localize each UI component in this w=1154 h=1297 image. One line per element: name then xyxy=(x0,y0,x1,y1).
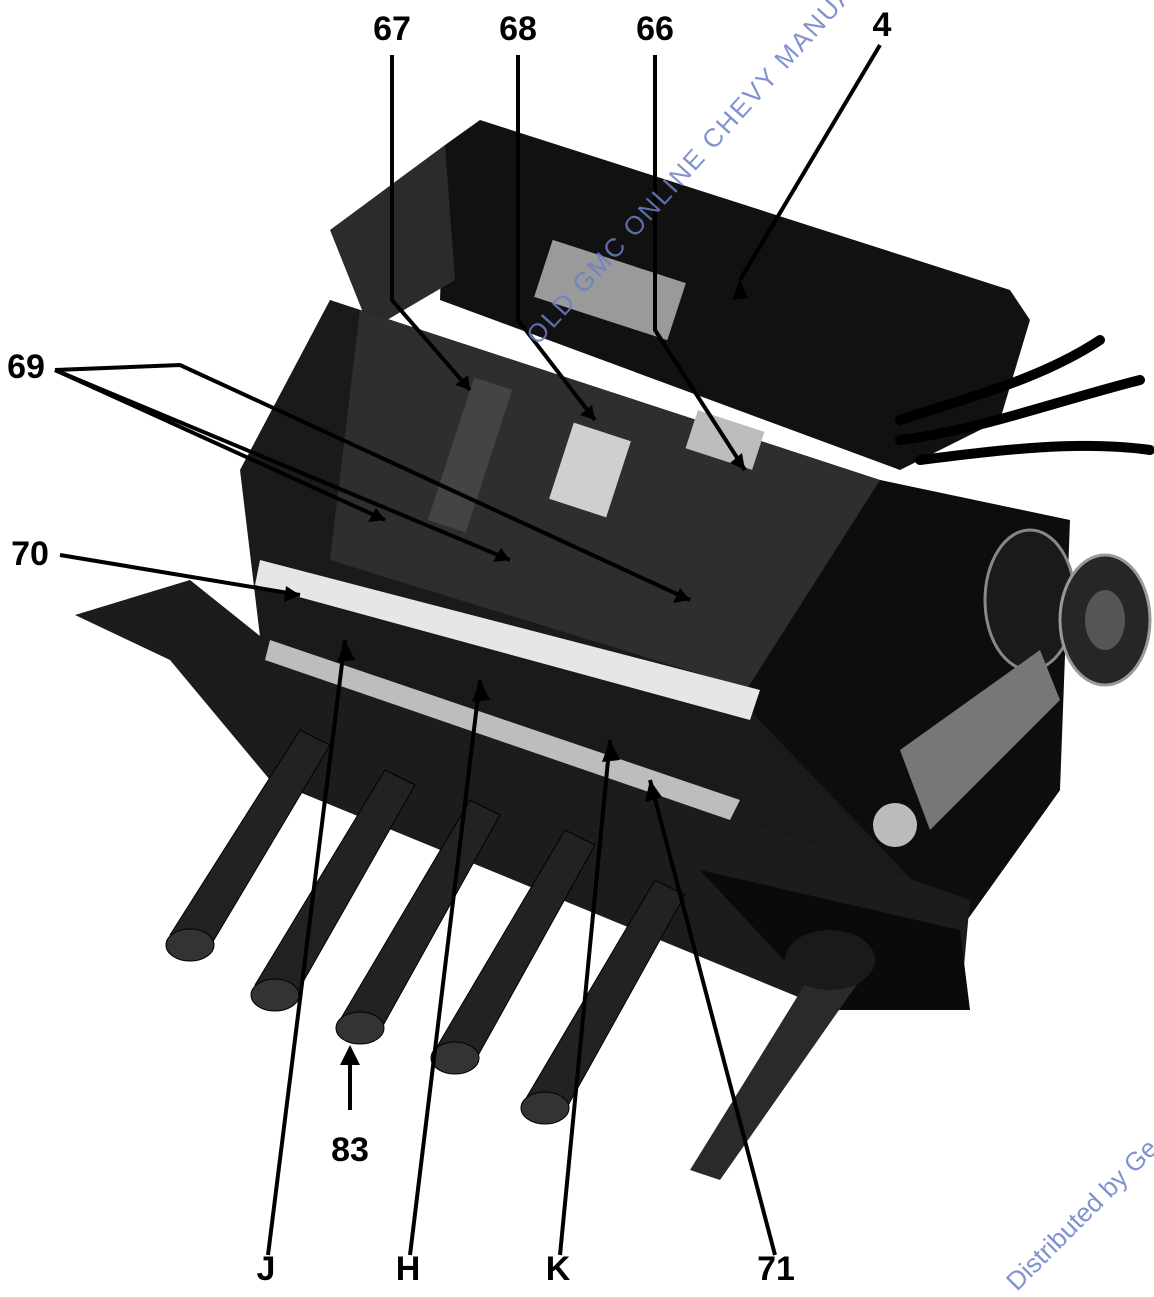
callout-j: J xyxy=(256,1250,276,1288)
callout-66: 66 xyxy=(636,10,674,48)
callout-69: 69 xyxy=(7,348,45,386)
leader-lines xyxy=(54,43,882,1256)
side-frame xyxy=(740,480,1152,930)
callout-67: 67 xyxy=(373,10,411,48)
wire-leads xyxy=(895,335,1154,465)
callout-4: 4 xyxy=(872,6,892,44)
callout-83: 83 xyxy=(331,1131,369,1169)
push-buttons xyxy=(165,729,875,1180)
leader-arrowheads xyxy=(284,280,748,1065)
callout-k: K xyxy=(545,1250,571,1288)
callout-71: 71 xyxy=(757,1250,795,1288)
callout-68: 68 xyxy=(499,10,537,48)
callout-70: 70 xyxy=(11,535,49,573)
callout-h: H xyxy=(395,1250,421,1288)
